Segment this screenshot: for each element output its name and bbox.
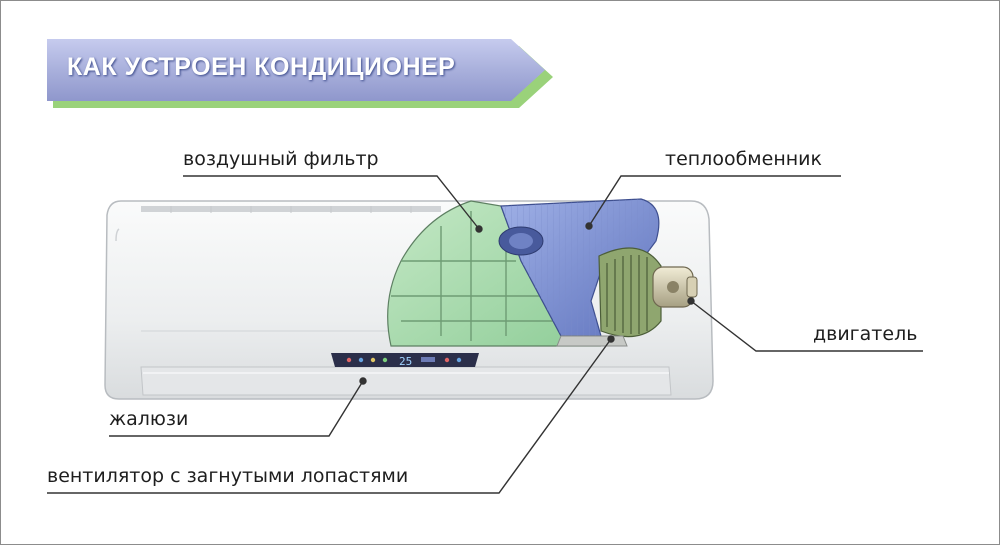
label-motor: двигатель — [813, 323, 918, 345]
leader-fan — [47, 338, 612, 494]
leader-heat-exchanger — [588, 175, 841, 227]
motor — [652, 266, 698, 308]
label-fan: вентилятор с загнутыми лопастями — [47, 465, 409, 487]
marker-motor — [687, 297, 695, 305]
marker-air-filter — [475, 225, 483, 233]
display-readout: 25 — [399, 355, 412, 368]
label-heat-exchanger: теплообменник — [665, 148, 822, 170]
page-title: КАК УСТРОЕН КОНДИЦИОНЕР — [67, 53, 456, 81]
display-panel: 25 — [331, 353, 479, 368]
leader-air-filter — [183, 175, 480, 230]
louver — [140, 366, 672, 396]
marker-heat-exchanger — [585, 222, 593, 230]
leader-louvers — [109, 380, 364, 437]
marker-fan — [607, 335, 615, 343]
leader-motor — [690, 300, 923, 352]
label-louvers: жалюзи — [109, 408, 189, 430]
leader-lines — [47, 175, 923, 494]
label-air-filter: воздушный фильтр — [183, 148, 379, 170]
air-filter — [387, 200, 602, 347]
fan-drum — [556, 247, 662, 347]
marker-louvers — [359, 377, 367, 385]
